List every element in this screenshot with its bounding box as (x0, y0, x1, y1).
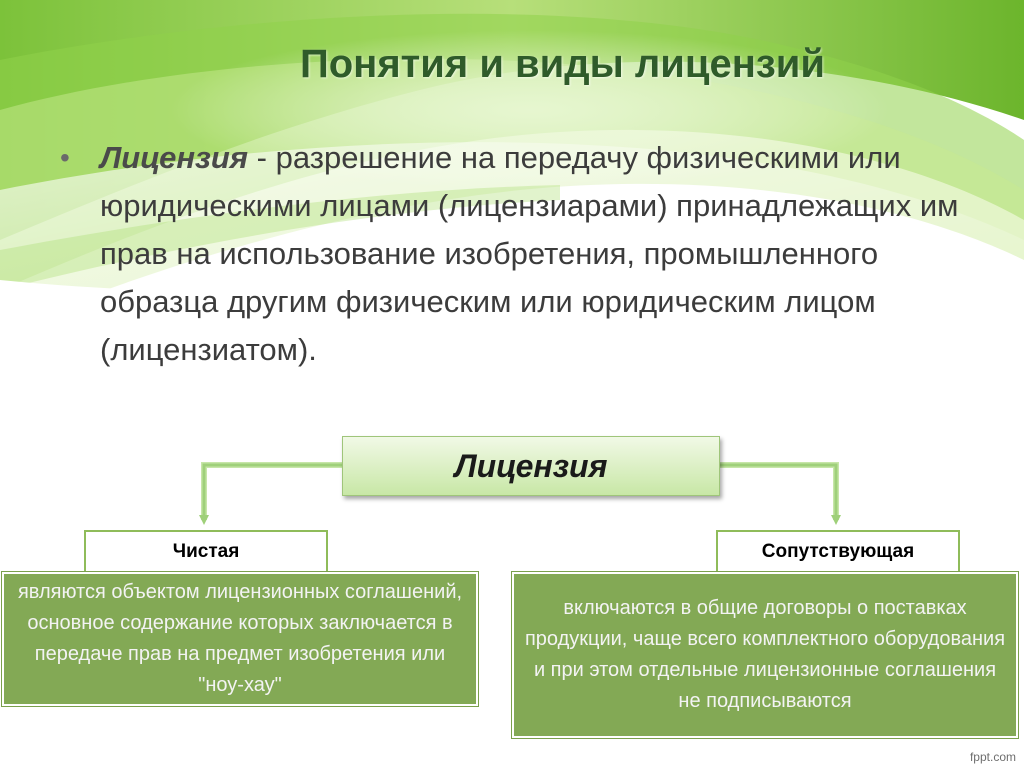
branch-description-pure: являются объектом лицензионных соглашени… (1, 571, 479, 707)
branch-label-accompanying: Сопутствующая (716, 530, 960, 574)
defined-term: Лицензия (100, 140, 249, 175)
root-node-license: Лицензия (342, 436, 720, 496)
watermark: fppt.com (969, 750, 1016, 764)
branch-description-accompanying: включаются в общие договоры о поставках … (511, 571, 1019, 739)
definition-bullet: • Лицензия - разрешение на передачу физи… (60, 134, 980, 374)
bullet-text: Лицензия - разрешение на передачу физиче… (100, 134, 980, 374)
branch-label-pure: Чистая (84, 530, 328, 574)
slide-title: Понятия и виды лицензий (300, 42, 825, 86)
bullet-dot-icon: • (60, 142, 70, 173)
definition-text: - разрешение на передачу физическими или… (100, 140, 959, 367)
